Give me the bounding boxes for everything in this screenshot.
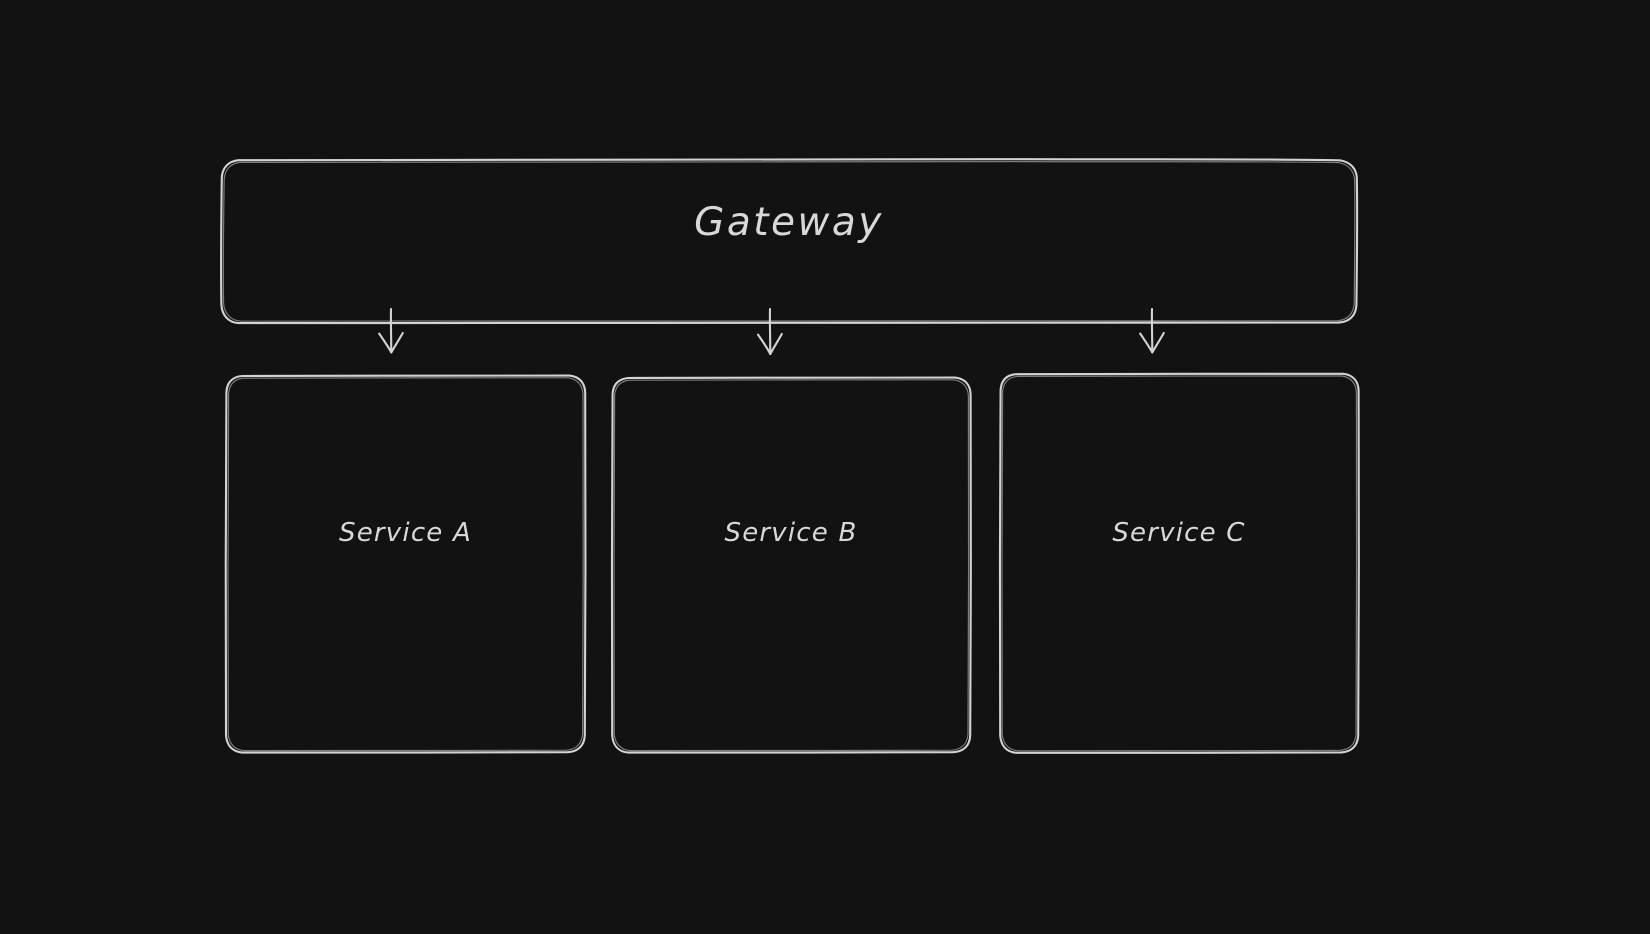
node-service-c[interactable]	[1000, 373, 1358, 752]
arrow-gateway-service-b[interactable]	[750, 308, 790, 374]
node-service-b[interactable]	[612, 377, 970, 752]
node-label-service-b: Service B	[724, 518, 858, 548]
arrow-gateway-service-c[interactable]	[1132, 308, 1172, 374]
node-label-service-c: Service C	[1112, 518, 1246, 548]
node-label-gateway: Gateway	[694, 200, 884, 245]
node-gateway[interactable]	[221, 159, 1357, 323]
node-label-service-a: Service A	[339, 518, 472, 548]
arrow-gateway-service-a[interactable]	[371, 308, 411, 374]
node-service-a[interactable]	[226, 375, 585, 752]
